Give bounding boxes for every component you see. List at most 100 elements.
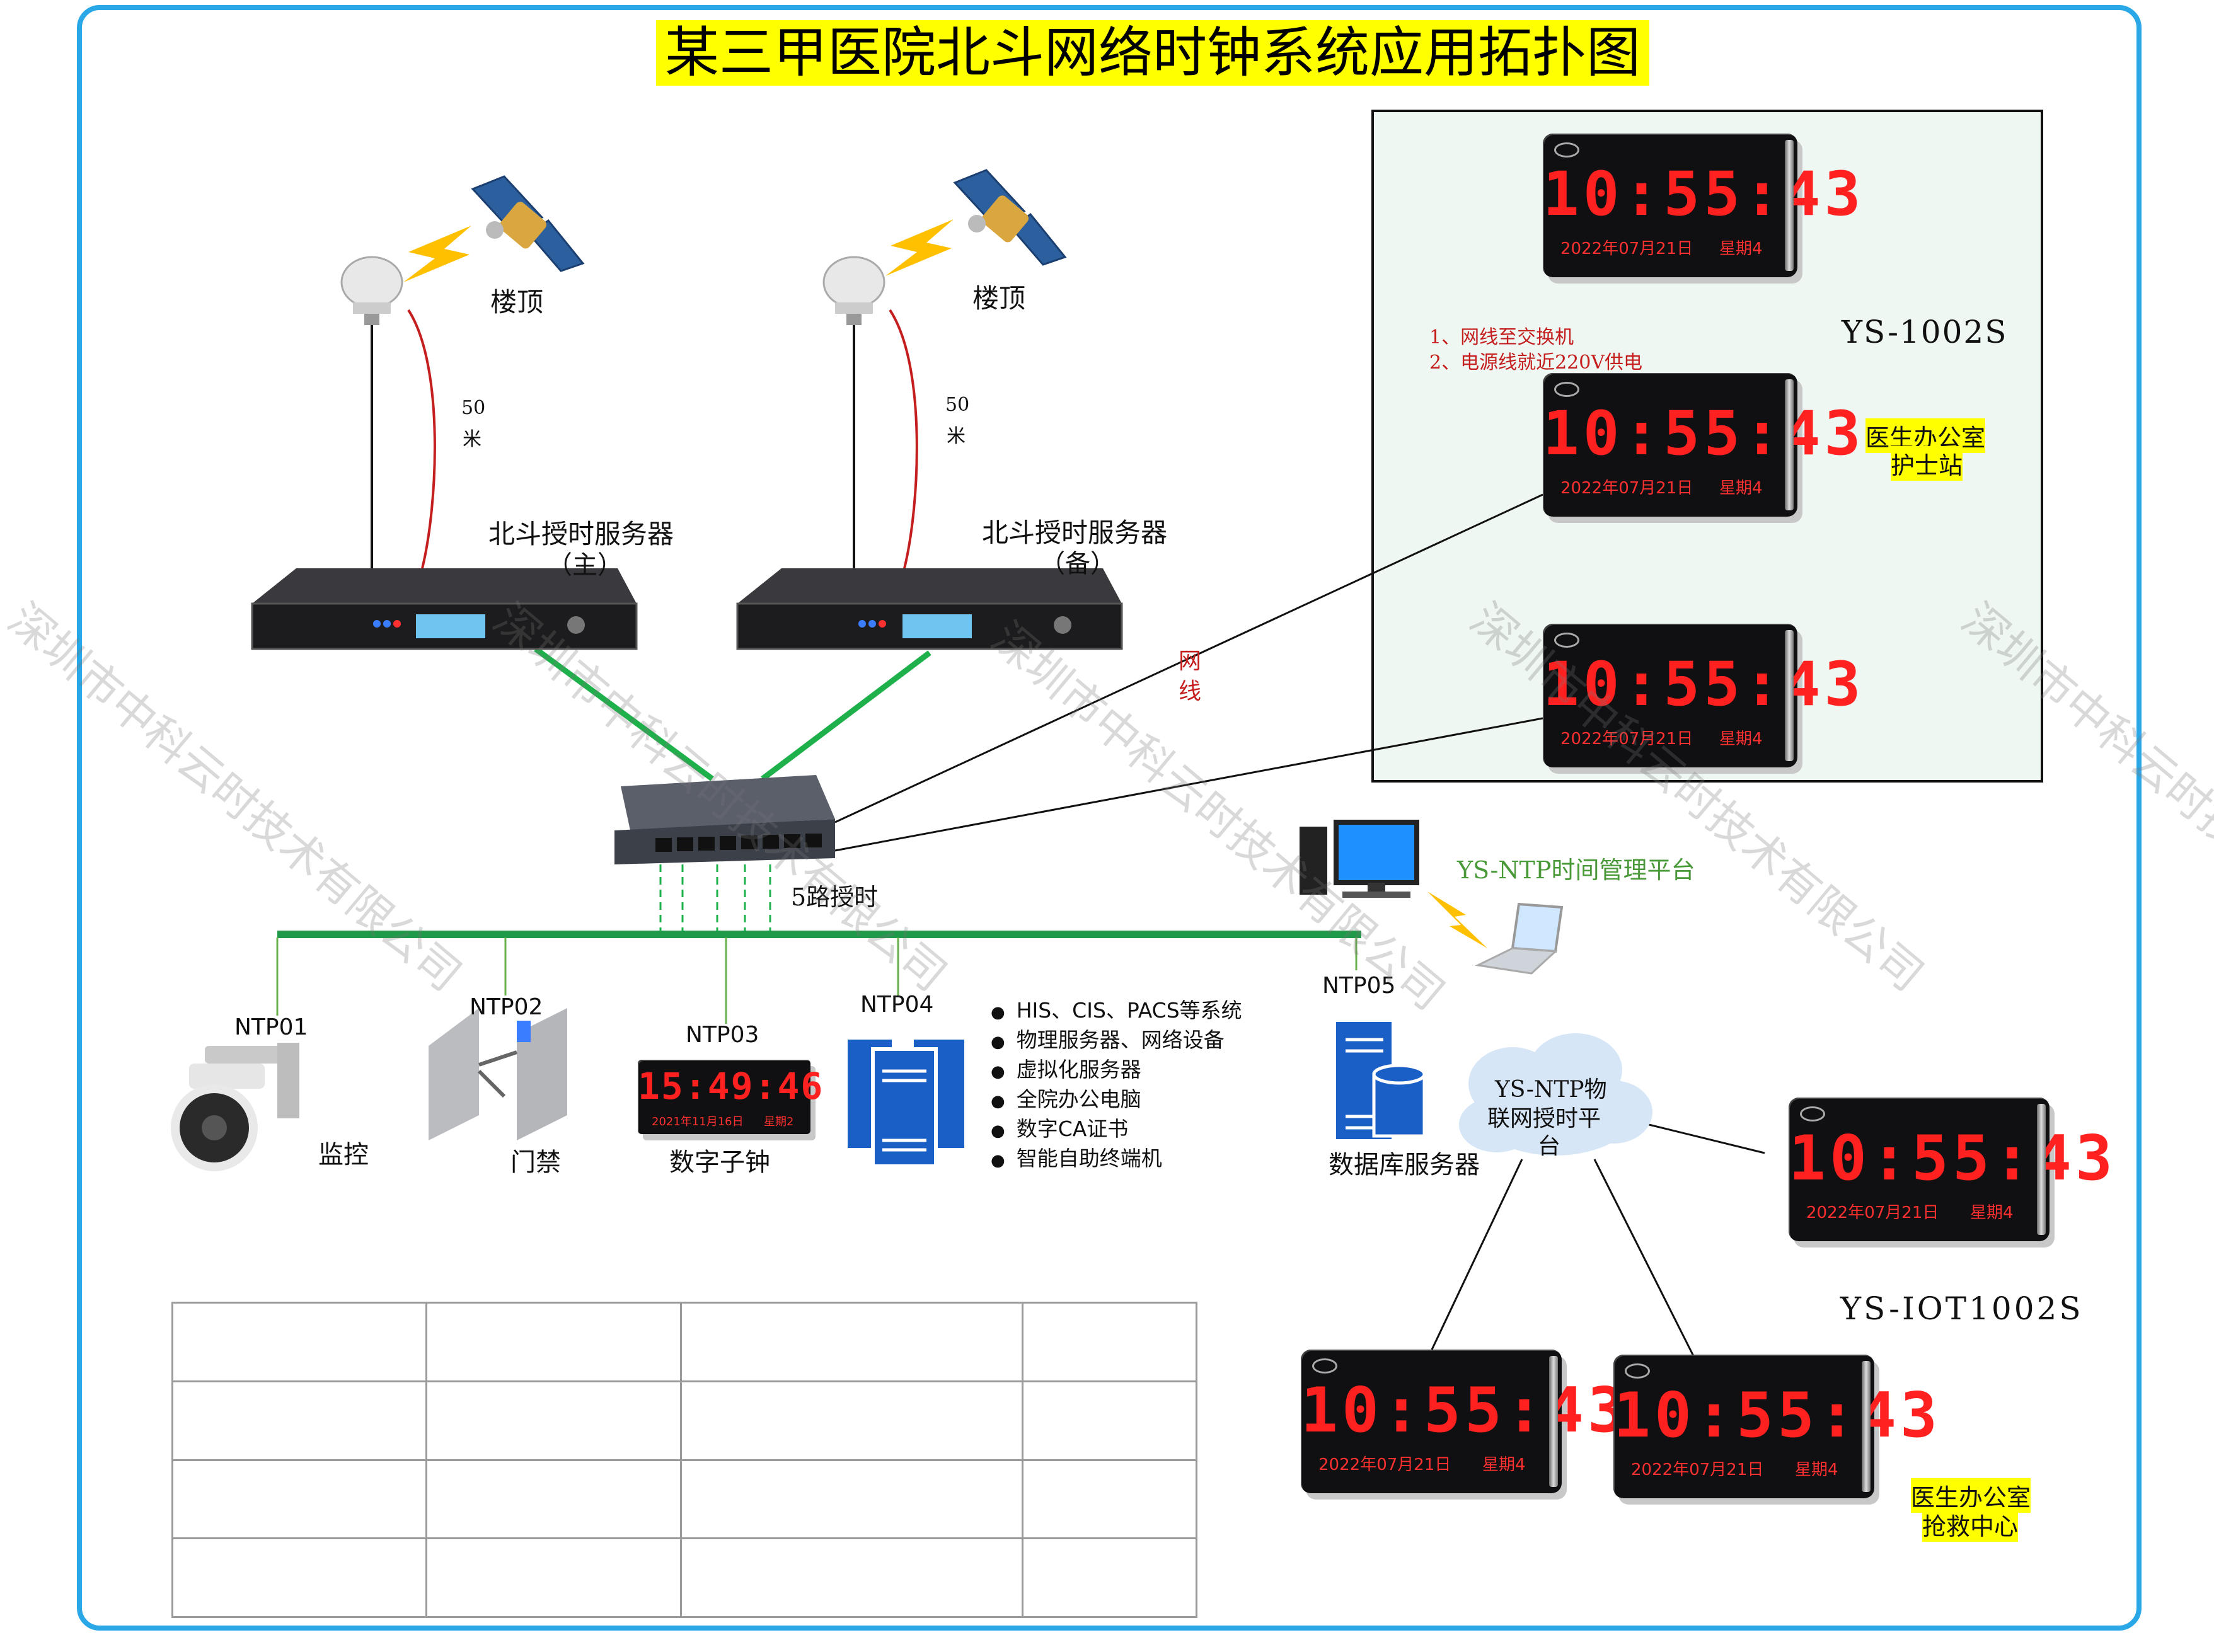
- cable-length-main-num: 50: [461, 397, 486, 419]
- iot-wall-clock: 10:55:43 2022年07月21日 星期4: [1613, 1355, 1942, 1498]
- iot-clock-time: 10:55:43: [1301, 1375, 1629, 1447]
- clock-date: 2022年07月21日: [1560, 479, 1693, 498]
- table-cell: [679, 1537, 1024, 1618]
- clock-month: 07: [1618, 239, 1640, 258]
- node-label-ntp02: 门禁: [510, 1148, 561, 1177]
- clock-day: 21: [1656, 479, 1677, 498]
- time-server-icon-main: [251, 568, 638, 650]
- node-id-ntp03: NTP03: [686, 1022, 759, 1048]
- network-cable-label-2: 线: [1179, 679, 1202, 704]
- gps-antenna-icon-backup: [822, 256, 885, 325]
- brand-logo-icon: [1800, 1106, 1825, 1121]
- panel-note-2: 2、电源线就近220V供电: [1429, 352, 1643, 374]
- red-cable-main: [407, 309, 436, 569]
- clock-edge: [1862, 1361, 1871, 1492]
- brand-logo-icon: [1625, 1363, 1650, 1379]
- clock-year: 2022: [1560, 730, 1603, 749]
- clock-week-num: 4: [1752, 479, 1763, 498]
- iot-clock-week-num: 4: [1828, 1460, 1838, 1479]
- table-cell: [171, 1459, 428, 1540]
- iot-clock-date: 2022年07月21日: [1631, 1460, 1764, 1479]
- table-cell: [425, 1302, 682, 1382]
- iot-clock-day: 21: [1901, 1203, 1923, 1222]
- systems-list-item: 虚拟化服务器: [991, 1056, 1242, 1086]
- link-backup-switch: [761, 650, 931, 781]
- link-cloud-iot-2: [1431, 1159, 1523, 1350]
- panel-model: YS-1002S: [1842, 314, 2008, 350]
- server-main-name: 北斗授时服务器: [488, 519, 674, 549]
- cable-length-backup-unit: 米: [947, 425, 966, 447]
- node-label-ntp01: 监控: [318, 1140, 369, 1169]
- time-server-icon-backup: [736, 568, 1123, 650]
- server-backup-role: （备）: [1040, 549, 1116, 578]
- iot-wall-clock: 10:55:43 2022年07月21日 星期4: [1789, 1098, 2113, 1241]
- switch-drops: [659, 864, 771, 932]
- node-id-ntp01: NTP01: [234, 1014, 308, 1040]
- table-cell: [679, 1459, 1024, 1540]
- iot-model: YS-IOT1002S: [1840, 1290, 2084, 1327]
- iot-clock-year: 2022: [1318, 1455, 1361, 1474]
- table-cell: [1022, 1459, 1197, 1540]
- brand-logo-icon: [1554, 633, 1579, 648]
- systems-list-item: HIS、CIS、PACS等系统: [991, 997, 1242, 1026]
- table-cell: [425, 1459, 682, 1540]
- subclock-date: 2021年11月16日: [652, 1115, 744, 1128]
- node-id-ntp04: NTP04: [860, 992, 934, 1018]
- diagram-frame: [77, 5, 2142, 1631]
- turnstile-gate-icon: [429, 1008, 567, 1140]
- iot-clock-month: 07: [1376, 1455, 1398, 1474]
- table-cell: [425, 1537, 682, 1618]
- link-cloud-iot-3: [1593, 1159, 1697, 1360]
- clock-edge: [1785, 630, 1794, 761]
- clock-day: 21: [1656, 730, 1677, 749]
- iot-clock-day: 21: [1726, 1460, 1748, 1479]
- systems-list-item: 数字CA证书: [991, 1115, 1242, 1145]
- digital-subclock: 15:49:46 2021年11月16日 星期2: [638, 1060, 822, 1134]
- brand-logo-icon: [1554, 142, 1579, 158]
- red-cable-backup: [889, 309, 918, 569]
- roof-label-main: 楼顶: [490, 287, 544, 318]
- brand-logo-icon: [1554, 382, 1579, 397]
- network-switch-icon: [614, 775, 835, 864]
- cable-length-backup-num: 50: [945, 394, 970, 416]
- table-cell: [1022, 1380, 1197, 1461]
- systems-list-item: 全院办公电脑: [991, 1086, 1242, 1115]
- iot-clock-month: 07: [1689, 1460, 1710, 1479]
- wall-clock: 10:55:43 2022年07月21日 星期4: [1543, 624, 1865, 767]
- clock-time: 10:55:43: [1543, 159, 1865, 229]
- camera-icon: [171, 1043, 299, 1171]
- switch-label: 5路授时: [791, 883, 879, 911]
- panel-note-1: 1、网线至交换机: [1429, 326, 1574, 348]
- clock-day: 21: [1656, 239, 1677, 258]
- gps-antenna-icon-main: [340, 256, 403, 325]
- wall-clock: 10:55:43 2022年07月21日 星期4: [1543, 373, 1860, 517]
- iot-clock-week: 星期4: [1970, 1200, 2014, 1223]
- server-backup-name: 北斗授时服务器: [982, 517, 1168, 548]
- signal-bolt-backup: [885, 219, 954, 276]
- cloud-label-1: YS-NTP物: [1495, 1077, 1607, 1103]
- clock-week-label: 星期: [1719, 730, 1753, 749]
- iot-clock-week-label: 星期: [1795, 1460, 1828, 1479]
- cloud-label-3: 台: [1538, 1133, 1561, 1159]
- iot-clock-week: 星期4: [1482, 1452, 1526, 1475]
- systems-list-item: 智能自助终端机: [991, 1145, 1242, 1174]
- iot-clock-day: 21: [1414, 1455, 1435, 1474]
- iot-location-1: 医生办公室: [1911, 1478, 2031, 1513]
- iot-clock-time: 10:55:43: [1613, 1380, 1942, 1452]
- pc-laptop-bolt: [1427, 892, 1487, 948]
- clock-edge: [2037, 1104, 2046, 1235]
- clock-time: 10:55:43: [1543, 649, 1865, 720]
- iot-clock-week-num: 4: [2003, 1203, 2014, 1222]
- clock-edge: [1785, 379, 1794, 510]
- clock-year: 2022: [1560, 479, 1603, 498]
- clock-week: 星期4: [1719, 726, 1763, 749]
- systems-list: HIS、CIS、PACS等系统 物理服务器、网络设备 虚拟化服务器 全院办公电脑…: [991, 997, 1242, 1174]
- clock-year: 2022: [1560, 239, 1603, 258]
- node-label-ntp03: 数字子钟: [669, 1148, 770, 1177]
- table-cell: [679, 1302, 1024, 1382]
- computer-icon: [1300, 820, 1419, 898]
- clock-week-num: 4: [1752, 730, 1763, 749]
- laptop-icon: [1475, 902, 1564, 975]
